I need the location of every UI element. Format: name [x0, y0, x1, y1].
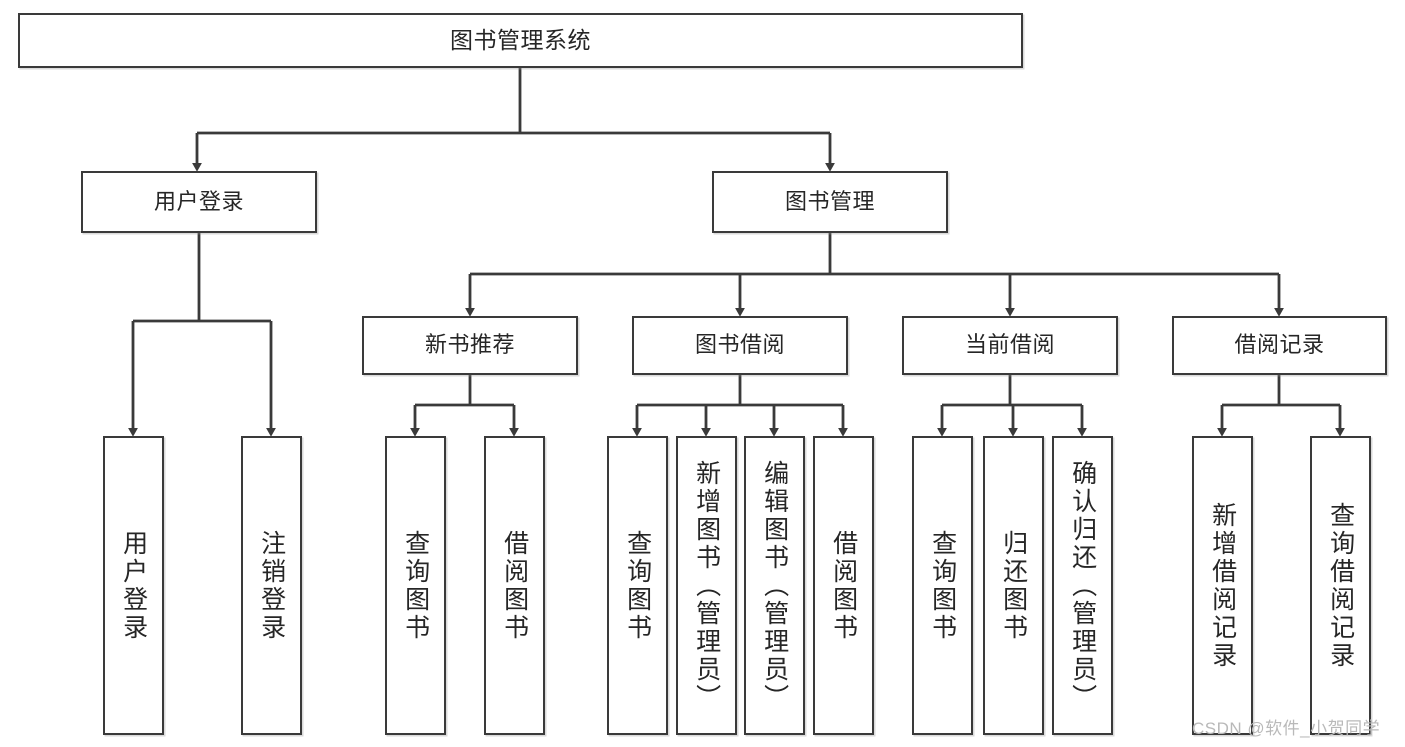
node-borrow-record[interactable]: 借阅记录: [1172, 316, 1387, 375]
leaf-borrow-book-recommend[interactable]: 借阅图书: [484, 436, 545, 735]
leaf-query-book-current-label: 查询图书: [928, 529, 957, 642]
leaf-edit-book-admin-label: 编辑图书（管理员）: [760, 459, 789, 712]
leaf-add-borrow-record-label: 新增借阅记录: [1208, 501, 1237, 670]
leaf-logout-login[interactable]: 注销登录: [241, 436, 302, 735]
node-new-book-recommend-label: 新书推荐: [424, 332, 515, 358]
leaf-add-book-admin-label: 新增图书（管理员）: [692, 459, 721, 712]
leaf-confirm-return-admin[interactable]: 确认归还（管理员）: [1052, 436, 1113, 735]
node-user-login-label: 用户登录: [153, 188, 244, 214]
leaf-query-borrow-record[interactable]: 查询借阅记录: [1310, 436, 1371, 735]
leaf-query-book-current[interactable]: 查询图书: [912, 436, 973, 735]
leaf-user-login[interactable]: 用户登录: [103, 436, 164, 735]
leaf-return-book[interactable]: 归还图书: [983, 436, 1044, 735]
leaf-query-book-borrow-label: 查询图书: [623, 529, 652, 642]
node-user-login[interactable]: 用户登录: [81, 171, 317, 233]
csdn-watermark: CSDN @软件_小贺同学: [1192, 719, 1381, 738]
leaf-user-login-label: 用户登录: [119, 529, 148, 642]
leaf-borrow-book[interactable]: 借阅图书: [813, 436, 874, 735]
leaf-borrow-book-label: 借阅图书: [829, 529, 858, 642]
node-book-borrow[interactable]: 图书借阅: [632, 316, 848, 375]
leaf-add-book-admin[interactable]: 新增图书（管理员）: [676, 436, 737, 735]
node-current-borrow-label: 当前借阅: [964, 332, 1055, 358]
leaf-query-book-borrow[interactable]: 查询图书: [607, 436, 668, 735]
node-book-borrow-label: 图书借阅: [694, 332, 785, 358]
node-root[interactable]: 图书管理系统: [18, 13, 1023, 68]
leaf-confirm-return-admin-label: 确认归还（管理员）: [1068, 459, 1097, 712]
leaf-return-book-label: 归还图书: [999, 529, 1028, 642]
leaf-edit-book-admin[interactable]: 编辑图书（管理员）: [744, 436, 805, 735]
node-root-label: 图书管理系统: [450, 27, 591, 54]
node-borrow-record-label: 借阅记录: [1234, 332, 1325, 358]
leaf-query-borrow-record-label: 查询借阅记录: [1326, 501, 1355, 670]
node-book-management[interactable]: 图书管理: [712, 171, 948, 233]
leaf-query-book-recommend[interactable]: 查询图书: [385, 436, 446, 735]
leaf-logout-login-label: 注销登录: [257, 529, 286, 642]
node-book-management-label: 图书管理: [784, 188, 875, 214]
node-current-borrow[interactable]: 当前借阅: [902, 316, 1118, 375]
node-new-book-recommend[interactable]: 新书推荐: [362, 316, 578, 375]
leaf-query-book-recommend-label: 查询图书: [401, 529, 430, 642]
leaf-add-borrow-record[interactable]: 新增借阅记录: [1192, 436, 1253, 735]
leaf-borrow-book-recommend-label: 借阅图书: [500, 529, 529, 642]
